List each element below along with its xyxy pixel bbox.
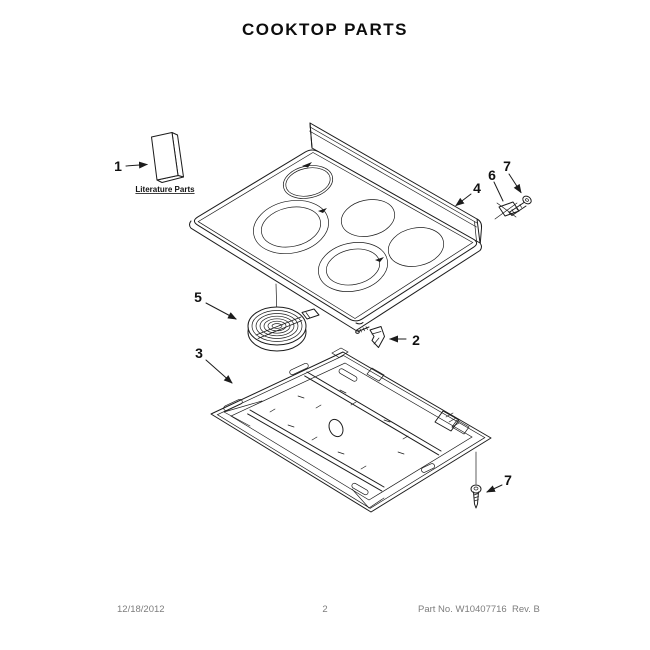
leader-line-4 [455,193,472,207]
clip-part [355,326,385,348]
glass-arrow-marks [302,162,384,262]
screw-bottom [470,451,482,509]
callout-7-bottom: 7 [504,472,512,488]
page-title: COOKTOP PARTS [242,20,408,39]
callout-6: 6 [488,167,496,183]
leader-line-7-top [508,173,522,194]
leader-line-7-bottom [486,484,503,493]
literature-pack [151,132,184,183]
literature-caption: Literature Parts [135,185,195,194]
callout-7-top: 7 [503,158,511,174]
cooktop-assembly [189,122,483,331]
burner-box-pan [210,347,492,513]
leader-lines [125,161,522,493]
pan-corner-details [223,347,470,509]
screw-top [508,195,532,216]
leader-line-3 [205,359,233,384]
leader-line-6 [493,181,504,202]
footer-page-number: 2 [322,604,328,615]
burner-left-front [253,200,329,254]
burner-center [340,199,396,237]
bracket-part [494,201,520,220]
leader-line-5 [205,302,237,320]
surface-element [247,283,320,352]
pan-rails [247,371,442,492]
callout-3: 3 [195,345,203,361]
leader-line-1 [125,161,148,169]
footer-date: 12/18/2012 [117,604,165,615]
glass-top [189,149,482,331]
pan-slots [223,362,435,496]
callout-1: 1 [114,158,122,174]
callout-4: 4 [473,180,481,196]
callout-5: 5 [194,289,202,305]
footer-part-number: Part No. W10407716 Rev. B [418,604,540,615]
burner-right [387,227,445,267]
element-terminal-block [301,308,320,320]
pan-center-hole [328,418,344,438]
pan-tick-marks [269,389,409,470]
callout-numbers: 1 2 3 4 5 6 7 7 [114,158,512,488]
callout-2: 2 [412,332,420,348]
